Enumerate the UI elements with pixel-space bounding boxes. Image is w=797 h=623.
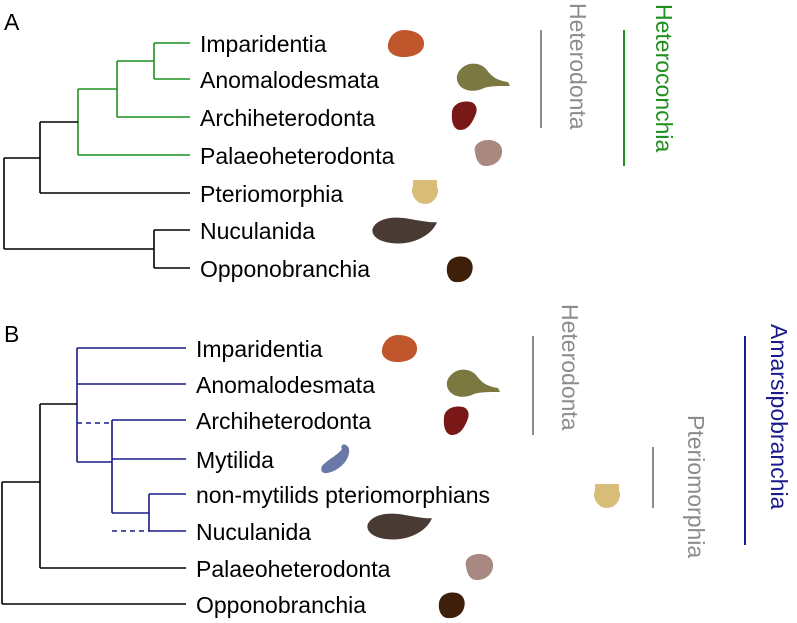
panel-a: A bbox=[3, 3, 677, 283]
panel-b-taxon-nuculanida: Nuculanida bbox=[196, 519, 311, 545]
panel-a-heteroconchia-branches bbox=[77, 42, 190, 156]
panel-b-taxon-opponobranchia: Opponobranchia bbox=[196, 592, 366, 618]
opponobranchia-shell-icon bbox=[438, 592, 465, 619]
panel-b-taxon-archiheterodonta: Archiheterodonta bbox=[196, 408, 371, 434]
anomalodesmata-shell-icon bbox=[446, 369, 500, 397]
panel-a-outgroup-branches bbox=[3, 121, 190, 269]
panel-b-shell-icons bbox=[321, 335, 620, 619]
panel-a-tree bbox=[3, 42, 190, 269]
panel-a-taxon-archiheterodonta: Archiheterodonta bbox=[200, 105, 375, 131]
anomalodesmata-shell-icon bbox=[456, 63, 510, 91]
panel-b-tree bbox=[1, 347, 186, 605]
panel-b: B bbox=[1, 304, 792, 619]
panel-a-taxon-opponobranchia: Opponobranchia bbox=[200, 256, 370, 282]
opponobranchia-shell-icon bbox=[446, 256, 473, 283]
panel-b-amarsipobranchia-branches bbox=[76, 347, 186, 532]
panel-b-taxon-non-mytilids-pteriomorphians: non-mytilids pteriomorphians bbox=[196, 482, 490, 508]
panel-b-taxon-mytilida: Mytilida bbox=[196, 447, 274, 473]
nuculanida-shell-icon bbox=[367, 513, 432, 540]
panel-a-taxon-palaeoheterodonta: Palaeoheterodonta bbox=[200, 143, 395, 169]
panel-a-taxon-nuculanida: Nuculanida bbox=[200, 218, 315, 244]
archiheterodonta-shell-icon bbox=[451, 101, 477, 130]
panel-a-label: A bbox=[4, 9, 20, 35]
pteriomorphia-shell-icon bbox=[412, 180, 438, 204]
palaeoheterodonta-shell-icon bbox=[474, 140, 503, 166]
mytilida-shell-icon bbox=[321, 444, 350, 474]
panel-b-pteriomorphia-label: Pteriomorphia bbox=[683, 415, 709, 558]
panel-b-outgroup-branches bbox=[1, 403, 186, 605]
panel-b-amarsipobranchia-label: Amarsipobranchia bbox=[766, 324, 792, 510]
panel-a-taxon-anomalodesmata: Anomalodesmata bbox=[200, 67, 379, 93]
pteriomorphia-shell-icon bbox=[594, 484, 620, 508]
panel-a-taxon-imparidentia: Imparidentia bbox=[200, 31, 327, 57]
palaeoheterodonta-shell-icon bbox=[465, 554, 494, 580]
imparidentia-shell-icon bbox=[387, 30, 425, 57]
panel-b-taxon-palaeoheterodonta: Palaeoheterodonta bbox=[196, 556, 391, 582]
panel-a-taxon-pteriomorphia: Pteriomorphia bbox=[200, 181, 343, 207]
panel-a-shell-icons bbox=[372, 30, 510, 283]
panel-b-label: B bbox=[4, 321, 19, 347]
imparidentia-shell-icon bbox=[381, 335, 418, 362]
panel-a-heterodonta-label: Heterodonta bbox=[565, 3, 591, 130]
archiheterodonta-shell-icon bbox=[443, 406, 469, 435]
nuculanida-shell-icon bbox=[372, 217, 437, 244]
panel-b-heterodonta-label: Heterodonta bbox=[557, 304, 583, 431]
panel-b-taxon-imparidentia: Imparidentia bbox=[196, 336, 323, 362]
panel-b-taxon-anomalodesmata: Anomalodesmata bbox=[196, 372, 375, 398]
panel-a-heteroconchia-label: Heteroconchia bbox=[651, 4, 677, 153]
